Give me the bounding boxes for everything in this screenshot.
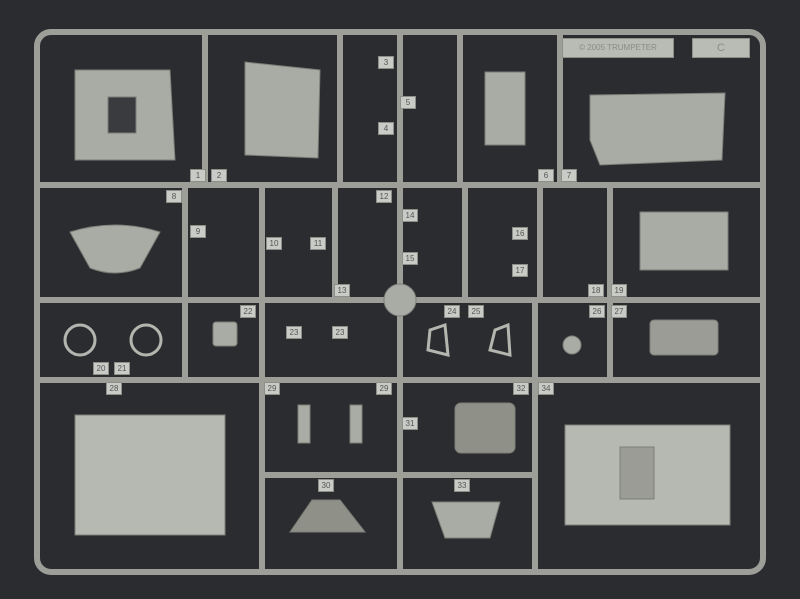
part-7-panel xyxy=(589,92,726,166)
part-tag: 10 xyxy=(266,237,282,250)
part-tag: 12 xyxy=(376,190,392,203)
part-tag: 17 xyxy=(512,264,528,277)
part-tag: 26 xyxy=(589,305,605,318)
part-tag: 34 xyxy=(538,382,554,395)
part-8-cradle xyxy=(69,224,161,274)
part-tag: 13 xyxy=(334,284,350,297)
part-tag: 1 xyxy=(190,169,206,182)
part-1-hatch-opening xyxy=(107,96,137,134)
part-tag: 23 xyxy=(286,326,302,339)
part-30-mount xyxy=(289,499,367,533)
part-tag: 32 xyxy=(513,382,529,395)
part-21-wheel xyxy=(129,323,163,357)
part-tag: 15 xyxy=(402,252,418,265)
part-tag: 28 xyxy=(106,382,122,395)
part-33-bucket xyxy=(431,501,501,539)
part-tag: 9 xyxy=(190,225,206,238)
part-tag: 4 xyxy=(378,122,394,135)
part-24-loop xyxy=(426,322,450,357)
part-26-fitting xyxy=(562,335,582,355)
part-25-loop xyxy=(488,322,512,357)
part-tag: 2 xyxy=(211,169,227,182)
part-32-drum xyxy=(454,402,516,454)
part-34-hatch xyxy=(619,446,655,500)
part-19-plate xyxy=(639,211,729,271)
maker-plate: © 2005 TRUMPETER xyxy=(562,38,674,58)
part-tag: 20 xyxy=(93,362,109,375)
part-tag: 33 xyxy=(454,479,470,492)
part-27-tank xyxy=(649,319,719,356)
part-13-hub xyxy=(383,283,417,317)
part-tag: 19 xyxy=(611,284,627,297)
part-tag: 25 xyxy=(468,305,484,318)
part-tag: 29 xyxy=(264,382,280,395)
part-tag: 3 xyxy=(378,56,394,69)
part-tag: 24 xyxy=(444,305,460,318)
sprue-letter: C xyxy=(692,38,750,58)
part-tag: 16 xyxy=(512,227,528,240)
part-tag: 14 xyxy=(402,209,418,222)
part-tag: 6 xyxy=(538,169,554,182)
part-6-bracket xyxy=(484,71,526,146)
part-tag: 31 xyxy=(402,417,418,430)
part-29-link-b xyxy=(349,404,363,444)
part-2-panel xyxy=(244,61,321,159)
part-tag: 5 xyxy=(400,96,416,109)
part-tag: 27 xyxy=(611,305,627,318)
part-tag: 8 xyxy=(166,190,182,203)
part-tag: 23 xyxy=(332,326,348,339)
part-tag: 7 xyxy=(561,169,577,182)
vertical-runners-lower xyxy=(182,185,613,572)
part-29-link-a xyxy=(297,404,311,444)
part-tag: 11 xyxy=(310,237,326,250)
part-tag: 21 xyxy=(114,362,130,375)
part-28-plate xyxy=(74,414,226,536)
part-20-wheel xyxy=(63,323,97,357)
part-tag: 18 xyxy=(588,284,604,297)
part-22-box xyxy=(212,321,238,347)
part-tag: 22 xyxy=(240,305,256,318)
part-tag: 30 xyxy=(318,479,334,492)
part-tag: 29 xyxy=(376,382,392,395)
